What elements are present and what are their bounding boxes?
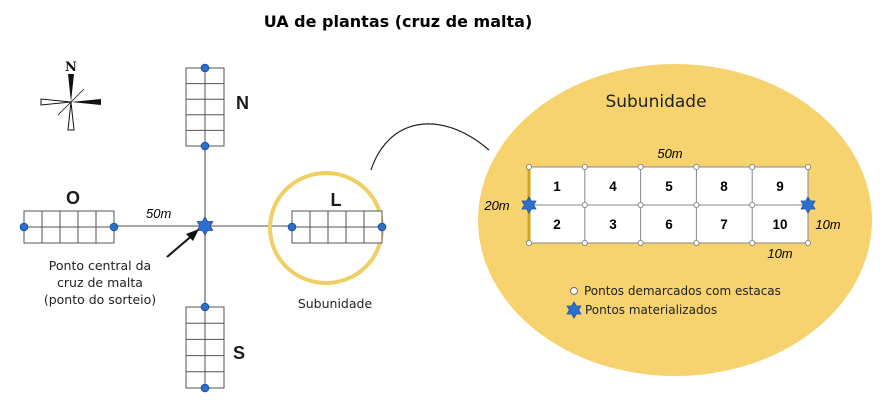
center-caption-line-1: Ponto central da	[49, 258, 151, 273]
small-subunit-caption: Subunidade	[298, 296, 373, 311]
legend-label-materialized: Pontos materializados	[585, 303, 717, 317]
cell-number: 10	[772, 217, 787, 232]
west-arm-grid	[23, 210, 115, 244]
marker-north-start	[200, 141, 210, 151]
arm-label-south: S	[233, 343, 245, 363]
center-caption-line-2: cruz de malta	[57, 275, 143, 290]
cell-number: 3	[609, 217, 617, 232]
center-caption: Ponto central da cruz de malta (ponto do…	[44, 229, 199, 307]
arm-label-west: O	[66, 188, 80, 208]
south-arm-grid	[185, 306, 225, 389]
arm-label-east: L	[331, 190, 342, 210]
marker-south-start	[200, 302, 210, 312]
cell-number: 2	[553, 217, 561, 232]
east-arm-subunit: L Subunidade	[268, 171, 387, 311]
subunit-detail: Subunidade 50m 1 4 5 8 9 2 3 6 7 10	[478, 64, 872, 376]
arm-label-north: N	[236, 93, 249, 113]
marker-south-end	[200, 383, 210, 393]
cell-number: 1	[553, 179, 561, 194]
maltese-cross: N O S 50m	[19, 63, 383, 393]
legend: Pontos demarcados com estacas Pontos mat…	[566, 284, 781, 319]
cell-number: 4	[609, 179, 617, 194]
cell-number: 5	[665, 179, 673, 194]
detail-half-height-label: 10m	[815, 217, 840, 232]
cell-number: 6	[665, 217, 673, 232]
center-point-marker	[196, 216, 214, 236]
cell-number: 7	[720, 217, 728, 232]
stake-point-legend-icon	[570, 287, 578, 295]
marker-east-start	[287, 222, 297, 232]
north-arm-grid	[185, 67, 225, 147]
marker-west-start	[109, 222, 119, 232]
detail-title: Subunidade	[605, 92, 706, 112]
cell-number: 9	[776, 179, 784, 194]
marker-north-end	[200, 63, 210, 73]
compass-icon: N	[40, 60, 101, 131]
detail-height-label: 20m	[483, 198, 509, 213]
marker-west-end	[19, 222, 29, 232]
detail-width-label: 50m	[657, 146, 682, 161]
legend-label-stakes: Pontos demarcados com estacas	[584, 284, 781, 298]
cell-number: 8	[720, 179, 728, 194]
compass-letter: N	[65, 60, 77, 75]
zoom-connector-arc	[370, 123, 490, 171]
marker-east-end	[377, 222, 387, 232]
diagram-title: UA de plantas (cruz de malta)	[264, 12, 533, 31]
stake-points	[526, 163, 812, 246]
center-caption-line-3: (ponto do sorteio)	[44, 292, 156, 307]
arm-length-label: 50m	[146, 206, 171, 221]
detail-cell-width-label: 10m	[767, 246, 792, 261]
